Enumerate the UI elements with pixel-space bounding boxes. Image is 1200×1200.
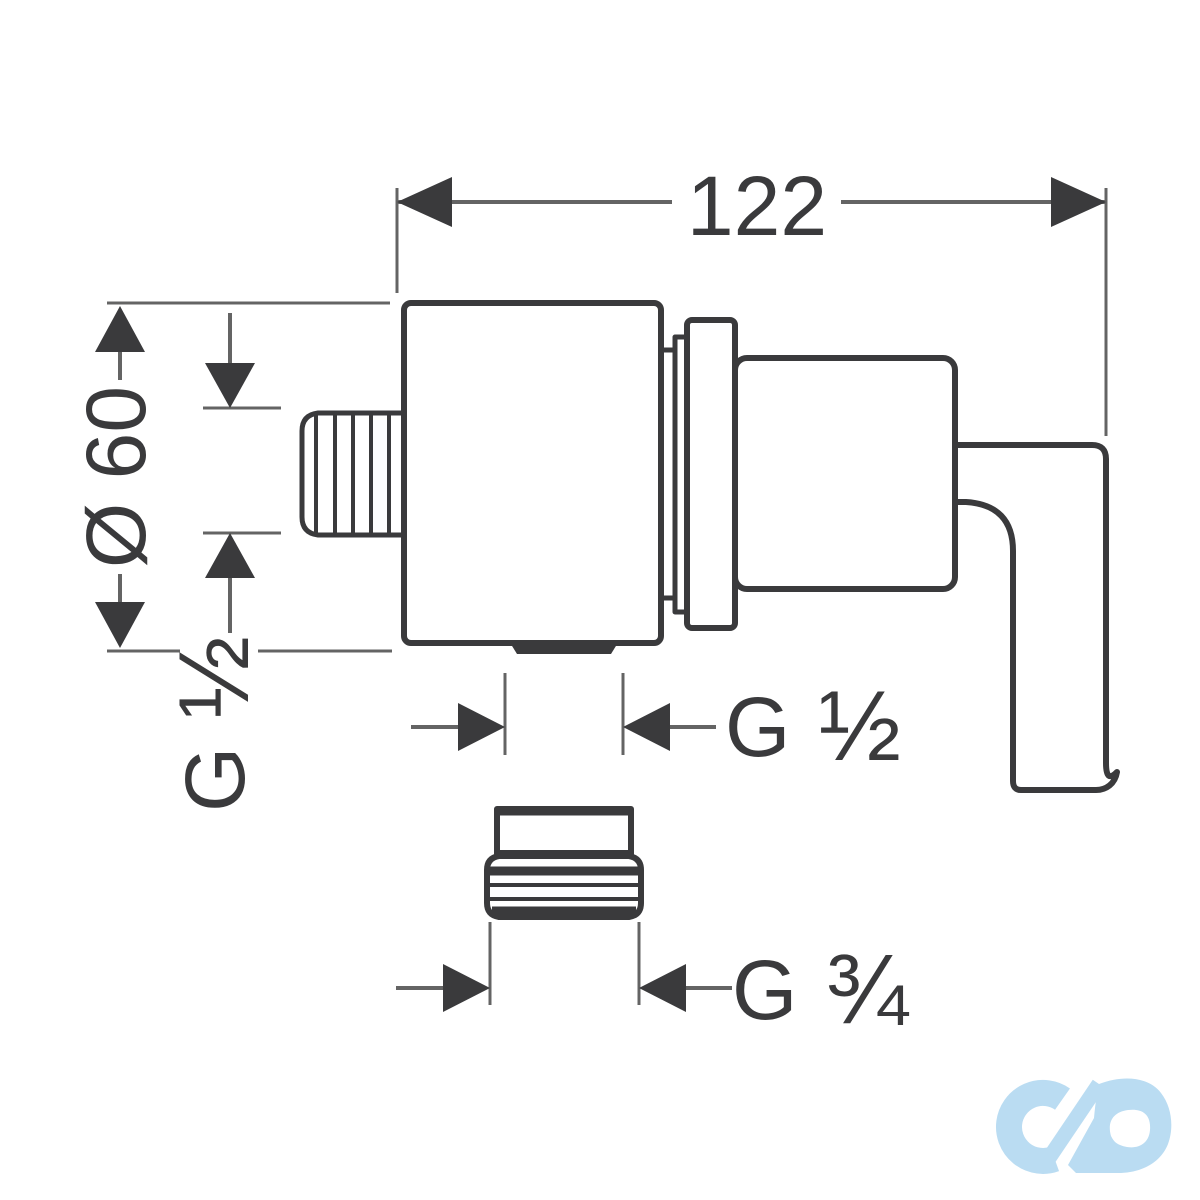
thread-fraction: ¾ (825, 934, 908, 1046)
adapter-g34 (484, 806, 644, 920)
bottom-outlet-stub (509, 641, 619, 654)
dimension-diameter-60 (95, 301, 392, 653)
dimension-label-width: 122 (597, 160, 917, 252)
arrow-right-icon (1051, 177, 1106, 227)
main-body (401, 300, 664, 646)
arrow-down-icon (95, 602, 145, 648)
thread-prefix: G (725, 680, 791, 774)
arrow-left-icon (397, 177, 452, 227)
dimension-outlet-thread (411, 673, 716, 755)
arrow-down-icon (205, 363, 255, 408)
dimension-inlet-thread (203, 313, 281, 633)
cartridge-body (732, 355, 958, 592)
thread-prefix: G (732, 943, 798, 1037)
inlet-thread (299, 410, 408, 538)
thread-fraction: ½ (818, 671, 901, 783)
arrow-up-icon (95, 306, 145, 352)
dimension-width-122 (395, 177, 1108, 436)
diameter-value: Ø 60 (69, 385, 163, 569)
dimension-adapter-thread (396, 922, 732, 1012)
arrow-up-icon (205, 533, 255, 578)
arrow-right-icon (458, 703, 505, 751)
handle-lever (952, 442, 1120, 793)
arrow-right-icon (443, 964, 490, 1012)
flange-ring-wide (684, 317, 738, 631)
adapter-upper (494, 806, 634, 857)
width-value: 122 (686, 159, 828, 253)
arrow-left-icon (639, 964, 686, 1012)
inlet-thread-hatch (314, 414, 391, 534)
brand-logo-cd-infinity-icon (996, 1078, 1172, 1174)
thread-fraction: ½ (159, 636, 271, 719)
arrow-left-icon (623, 703, 670, 751)
thread-prefix: G (168, 746, 262, 812)
dimension-label-diameter: Ø 60 (69, 367, 163, 587)
